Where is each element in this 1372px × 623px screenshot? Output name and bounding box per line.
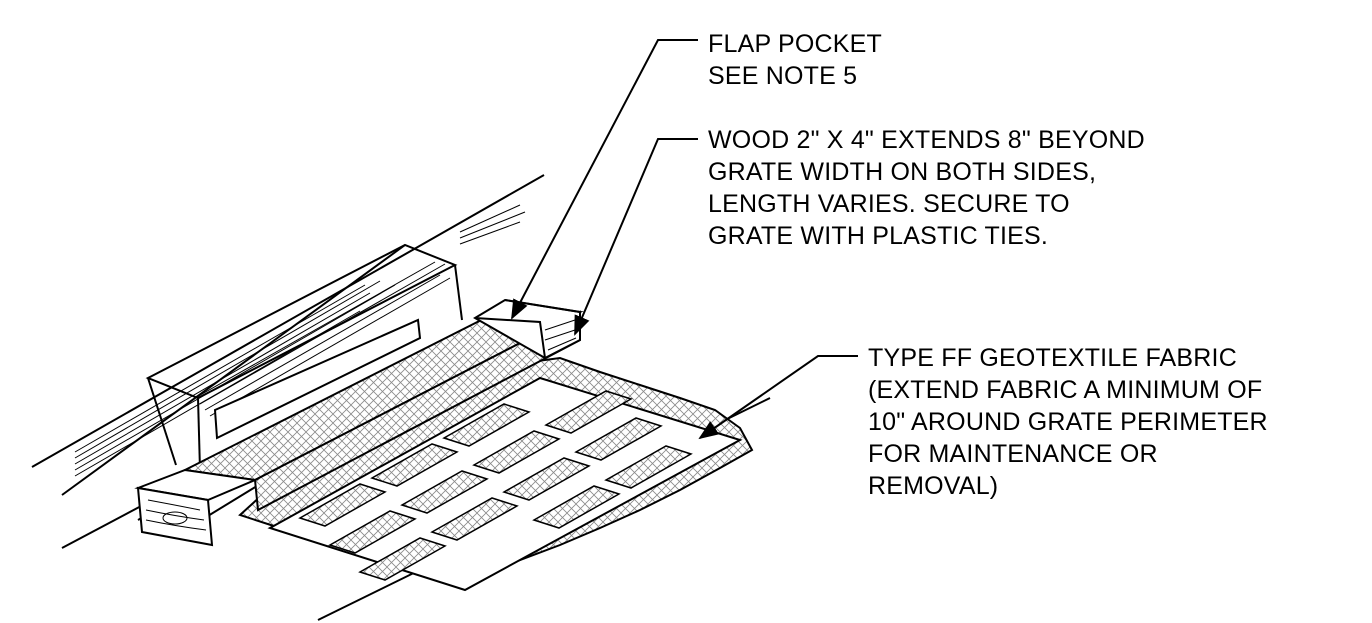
geotextile-line-5: REMOVAL) [868, 472, 999, 500]
wood-grain-lines [145, 499, 207, 531]
wood-2x4-block [134, 298, 584, 547]
leader-lines [511, 39, 858, 440]
geotextile-line-4: FOR MAINTENANCE OR [868, 440, 1158, 468]
geotextile-line-3: 10" AROUND GRATE PERIMETER [868, 408, 1268, 436]
geotextile-line-1: TYPE FF GEOTEXTILE FABRIC [868, 344, 1237, 372]
wood-end-grain [136, 486, 214, 547]
flap-pocket-line-1: FLAP POCKET [708, 30, 883, 58]
curb-face-hatching [74, 204, 526, 477]
wood-block-line-3: LENGTH VARIES. SECURE TO [708, 190, 1070, 218]
flap-pocket-note: FLAP POCKET SEE NOTE 5 [708, 28, 882, 92]
geotextile-line-2: (EXTEND FABRIC A MINIMUM OF [868, 376, 1263, 404]
flap-pocket-line-2: SEE NOTE 5 [708, 62, 858, 90]
leader-geotextile [698, 355, 858, 440]
inlet-opening [213, 318, 422, 440]
wood-block-line-1: WOOD 2" X 4" EXTENDS 8" BEYOND [708, 126, 1145, 154]
leader-flap-pocket [511, 39, 698, 320]
leader-wood-block [574, 138, 698, 336]
inlet-grate [267, 376, 743, 592]
wood-block-note: WOOD 2" X 4" EXTENDS 8" BEYOND GRATE WID… [708, 124, 1145, 252]
wood-block-line-2: GRATE WIDTH ON BOTH SIDES, [708, 158, 1097, 186]
geotextile-note: TYPE FF GEOTEXTILE FABRIC (EXTEND FABRIC… [868, 342, 1268, 502]
wood-block-line-4: GRATE WITH PLASTIC TIES. [708, 222, 1049, 250]
